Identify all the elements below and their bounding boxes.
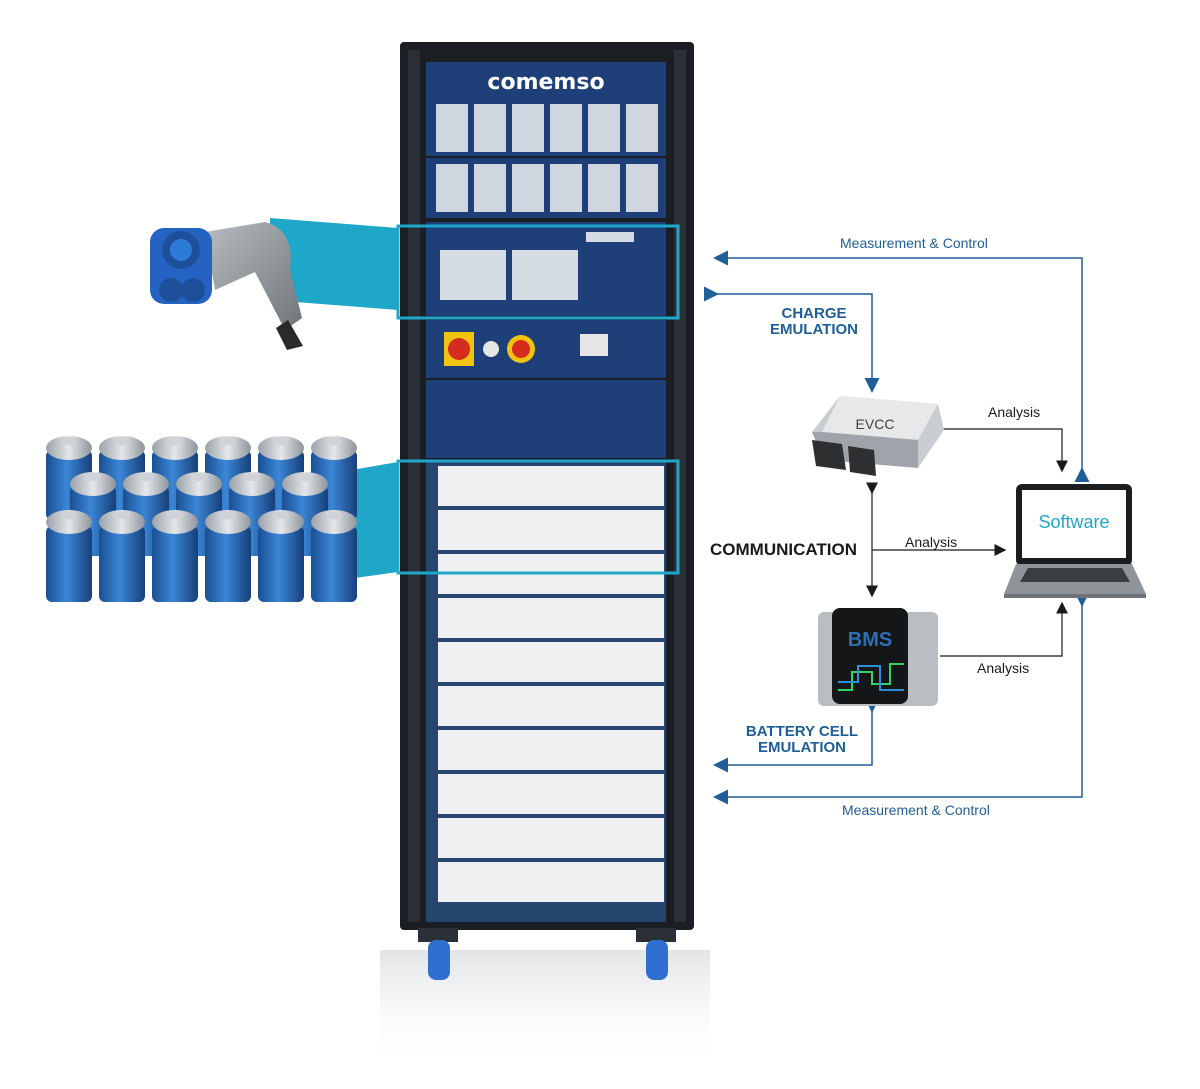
- bms-analysis-label: Analysis: [977, 660, 1030, 676]
- charge-emulation-line1: CHARGE: [781, 305, 847, 322]
- test-rack: comemso: [400, 42, 694, 980]
- charge-emulation-module: [426, 222, 666, 316]
- measurement-control-bottom-line: [713, 592, 1090, 805]
- rack-header-panel: [426, 62, 666, 98]
- charge-highlight-box: [396, 224, 680, 320]
- cell-emulator-units: [426, 462, 666, 922]
- battery-cell-emulation-line1: BATTERY CELL: [745, 723, 859, 740]
- software-label: Software: [1038, 512, 1109, 532]
- evcc-module-icon: EVCC: [812, 396, 944, 476]
- bms-device-icon: BMS: [818, 608, 938, 706]
- evcc-label: EVCC: [856, 416, 895, 432]
- blank-panel: [426, 380, 666, 458]
- battery-cells-icon: [46, 436, 357, 602]
- charger-connection-band: [270, 218, 398, 310]
- battery-cell-emulation-line2: EMULATION: [757, 739, 847, 756]
- evcc-analysis-label: Analysis: [988, 404, 1041, 420]
- rack-wheels: [418, 928, 676, 980]
- charge-emulation-label: CHARGE EMULATION: [760, 306, 868, 338]
- charge-emulation-line: [704, 286, 880, 393]
- measurement-control-bottom-label: Measurement & Control: [842, 802, 990, 818]
- battery-cell-emulation-label: BATTERY CELL EMULATION: [740, 724, 864, 756]
- measurement-control-top-line: [713, 250, 1090, 482]
- control-modules-1: [426, 98, 666, 156]
- cell-highlight-box: [396, 459, 680, 575]
- charge-emulation-line2: EMULATION: [769, 321, 859, 338]
- brand-logo: comemso: [487, 70, 604, 95]
- bms-label: BMS: [848, 629, 892, 651]
- ev-charger-plug-icon: [150, 222, 303, 350]
- measurement-control-top-label: Measurement & Control: [840, 235, 988, 251]
- communication-analysis-label: Analysis: [905, 534, 958, 550]
- laptop-icon: Software: [1004, 484, 1146, 598]
- evcc-analysis-arrow: [942, 428, 1068, 473]
- power-switch-panel: [426, 320, 666, 378]
- bms-analysis-arrow: [940, 601, 1068, 657]
- control-modules-2: [426, 158, 666, 218]
- communication-label: COMMUNICATION: [710, 540, 857, 559]
